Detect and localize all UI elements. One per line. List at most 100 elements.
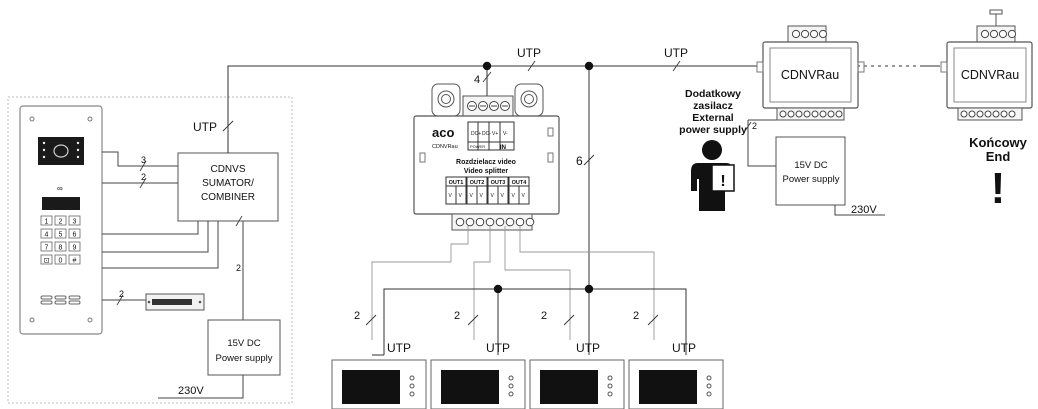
monitor-button-icon [409,391,415,397]
splitter-output-label: OUT3 [491,180,506,186]
external-psu-label: Dodatkowy zasilacz External power supply [679,88,747,136]
monitor-button-icon [508,383,514,389]
monitor-screen [342,370,400,404]
sumator-line1: CDNVS [210,164,245,175]
receiver-end-model: CDNVRau [961,68,1019,82]
external-ps-line3: External [692,112,734,124]
panel-wires [102,151,219,301]
svg-text:V: V [512,193,516,199]
wire-count-4: 4 [474,74,480,86]
end-label-line2: End [986,149,1011,164]
splitter-output-wires [371,226,655,340]
wire-count-marks [116,160,243,306]
keypad-key: 6 [68,228,81,239]
keypad-key: 7 [40,241,53,252]
junction-dot [493,284,503,294]
mount-hole-icon [520,90,538,108]
keypad-key-label: 7 [45,244,49,251]
splitter-output-label: OUT2 [470,180,485,186]
warning-mark-icon: ! [991,164,1006,213]
power-supply-right: 15V DC Power supply 230V [775,136,885,216]
splitter-in-label: IN [500,145,506,151]
keypad-key: 8 [54,241,67,252]
splitter-output-label: OUT4 [512,180,528,186]
voltage-label-right: 230V [851,204,877,216]
door-station-dotted-frame [7,96,293,404]
svg-text:V: V [449,193,453,199]
wire-count-3: 3 [141,155,146,165]
person-warning-icon: ! [691,140,735,211]
psu-right-line1: 15V DC [794,160,827,171]
svg-text:V: V [501,193,505,199]
external-ps-line4: power supply [679,124,747,136]
monitors [331,359,724,409]
monitor-1 [331,359,427,409]
psu-left-line2: Power supply [215,353,272,364]
svg-text:∞: ∞ [57,184,63,193]
main-bus [227,65,940,355]
keypad-key-label: 1 [45,218,49,225]
monitor-4 [628,359,724,409]
trunk-distribution [372,288,687,356]
splitter-model: CDNVRau [432,144,458,150]
sumator-line2: SUMATOR/ [202,178,254,189]
keypad-key: # [68,254,81,265]
monitor-3 [529,359,625,409]
keypad-key: 2 [54,215,67,226]
utp-label-m1: UTP [387,341,411,355]
monitor-screen [441,370,499,404]
utp-label-sumator: UTP [193,120,217,134]
keypad-key: 1 [40,215,53,226]
keypad-key-label: 8 [59,244,63,251]
keypad-key-label: 9 [73,244,77,251]
utp-label-bus-1: UTP [517,46,541,60]
splitter-brand: aco [432,125,454,140]
psu-right-line2: Power supply [782,174,839,185]
psu-left-line1: 15V DC [227,338,260,349]
camera-lens-icon [53,144,69,158]
keypad-key-label: 2 [59,218,63,225]
monitor-button-icon [706,391,712,397]
wire-count-2-m1: 2 [354,310,360,322]
junction-dot [584,61,594,71]
monitor-button-icon [508,375,514,381]
junction-dot [584,284,594,294]
keypad-key-label: # [73,257,77,264]
monitor-button-icon [409,375,415,381]
monitor-screen [540,370,598,404]
monitor-button-icon [706,375,712,381]
keypad-key-label: 5 [59,231,63,238]
svg-text:V: V [522,193,526,199]
sumator-line3: COMBINER [201,192,255,203]
screw-icon [87,317,93,323]
wire-count-2-psu: 2 [236,263,241,273]
splitter-title-1: Rozdzielacz video [456,159,516,166]
wire-count-2-m4: 2 [633,310,639,322]
utp-label-m3: UTP [576,341,600,355]
wire-count-2-m2: 2 [454,310,460,322]
voltage-label-left: 230V [178,385,204,397]
monitor-button-icon [607,391,613,397]
receiver-1-model: CDNVRau [781,68,839,82]
monitor-button-icon [607,375,613,381]
monitor-button-icon [607,383,613,389]
wire-count-2-lock: 2 [119,289,124,299]
monitor-marks [365,314,659,326]
keypad-key-label: 4 [45,231,49,238]
wire-count-2-combiner: 2 [141,172,146,182]
keypad-key-label: 6 [73,231,77,238]
receiver-module-end: CDNVRau [940,9,1033,121]
keypad-key: 0 [54,254,67,265]
utp-label-m2: UTP [486,341,510,355]
sumator-box: CDNVS SUMATOR/ COMBINER [177,152,279,222]
door-station-display [42,197,80,210]
warning-mark-small: ! [720,173,725,190]
bus-marks [222,60,681,166]
electric-lock-icon [145,293,205,311]
